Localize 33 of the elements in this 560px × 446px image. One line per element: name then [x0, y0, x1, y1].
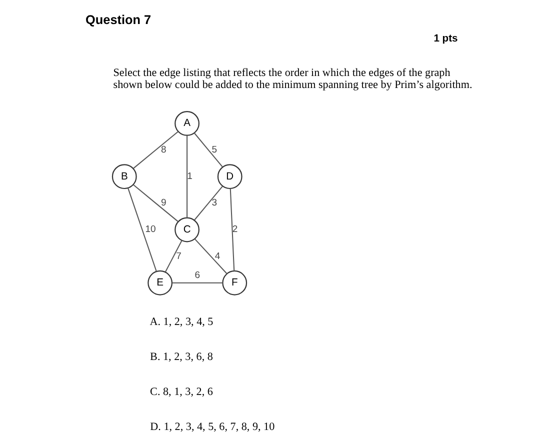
connector: [194, 186, 222, 220]
edge-label: 8: [160, 144, 166, 156]
connector: [132, 184, 178, 222]
edge-label: 1: [186, 171, 192, 182]
edge-label: 5: [211, 144, 217, 156]
connector: [194, 238, 227, 274]
connector: [193, 132, 222, 168]
label: 1 pts: [433, 33, 458, 44]
edge-label: 10: [144, 224, 156, 236]
node-circle: B: [111, 164, 136, 190]
edge-label: 6: [194, 270, 200, 281]
label: D. 1, 2, 3, 4, 5, 6, 7, 8, 9, 10: [150, 420, 274, 433]
label: B. 1, 2, 3, 6, 8: [150, 350, 212, 363]
label: C. 8, 1, 3, 2, 6: [150, 386, 212, 398]
node-circle: A: [174, 111, 199, 136]
edge-label: 9: [160, 198, 166, 209]
connector: [132, 131, 178, 169]
connector: [186, 135, 188, 218]
connector: [127, 188, 156, 272]
node-circle: C: [174, 217, 199, 242]
node-circle: D: [216, 164, 242, 190]
edge-label: 3: [211, 198, 217, 209]
connector: [172, 282, 222, 284]
edge-label: 2: [232, 224, 238, 236]
edge-label: 4: [214, 250, 220, 262]
node-circle: E: [147, 270, 172, 296]
connector: [229, 188, 234, 271]
diagram-title: Question 7: [85, 13, 151, 28]
connector: [164, 240, 182, 272]
label: Select the edge listing that reflects the order in which the edges of the graph shown below could be added to the minimum spanning tree by Prim’s algorithm.: [112, 67, 472, 91]
node-circle: F: [222, 270, 247, 296]
edge-label: 7: [176, 250, 181, 262]
label: A. 1, 2, 3, 4, 5: [149, 316, 213, 328]
